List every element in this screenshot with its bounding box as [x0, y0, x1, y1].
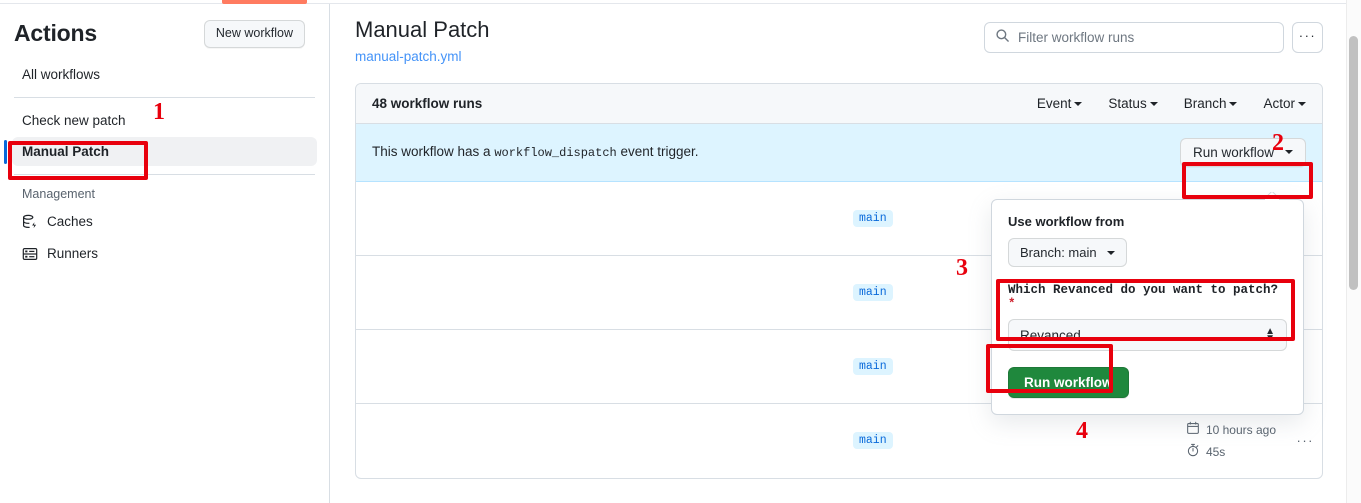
filter-actor[interactable]: Actor — [1263, 96, 1306, 111]
sidebar-item-check-new-patch[interactable]: Check new patch — [12, 106, 317, 135]
required-marker: * — [1008, 297, 1016, 311]
chevron-down-icon — [1298, 101, 1306, 106]
branch-select-button[interactable]: Branch: main — [1008, 238, 1127, 267]
search-placeholder: Filter workflow runs — [1018, 30, 1135, 45]
chevron-down-icon — [1149, 101, 1158, 106]
header-controls: Filter workflow runs ··· — [984, 22, 1323, 53]
server-icon — [22, 246, 38, 262]
annotation-number-3: 3 — [956, 255, 968, 281]
filter-event[interactable]: Event — [1037, 96, 1083, 111]
dispatch-event-code: workflow_dispatch — [494, 146, 617, 160]
workflow-runs-panel-header: 48 workflow runs Event Status Branch Act… — [356, 83, 1322, 124]
filter-label: Actor — [1263, 95, 1295, 111]
search-input[interactable]: Filter workflow runs — [984, 22, 1284, 53]
filter-status[interactable]: Status — [1108, 95, 1158, 111]
sidebar-item-label: Runners — [47, 246, 99, 262]
workflow-file-row: manual-patch.yml — [355, 48, 490, 66]
branch-badge: main — [853, 357, 893, 375]
dispatch-text-after: event trigger. — [620, 144, 699, 159]
row-more-options-button[interactable]: ··· — [1296, 433, 1314, 448]
sidebar-list: All workflows Check new patch Manual Pat… — [0, 60, 329, 269]
branch-select-value: Branch: main — [1020, 245, 1097, 260]
sidebar-item-label: Check new patch — [22, 112, 126, 128]
sidebar-item-label: Manual Patch — [22, 143, 110, 159]
chevron-down-icon — [1106, 250, 1115, 255]
table-row[interactable]: main — [356, 256, 1322, 330]
run-meta: 10 hours ago 45s — [1186, 421, 1276, 460]
filter-label: Event — [1036, 95, 1072, 111]
run-workflow-dropdown-button[interactable]: Run workflow — [1179, 137, 1306, 167]
chevron-down-icon — [1074, 101, 1083, 106]
top-divider — [0, 3, 1361, 4]
patch-target-field-label-text: Which Revanced do you want to patch? — [1008, 283, 1279, 297]
run-duration-text: 45s — [1205, 444, 1226, 459]
run-duration: 45s — [1186, 443, 1276, 460]
run-date: 10 hours ago — [1186, 421, 1276, 438]
workflow-dispatch-banner: This workflow has a workflow_dispatch ev… — [356, 123, 1322, 182]
dispatch-banner-text: This workflow has a workflow_dispatch ev… — [372, 144, 699, 160]
sidebar-item-label: All workflows — [22, 66, 101, 82]
page-scrollbar-track[interactable] — [1346, 0, 1361, 503]
sidebar-item-manual-patch[interactable]: Manual Patch — [4, 136, 317, 166]
page-title: Actions — [14, 20, 97, 47]
cache-icon — [22, 214, 38, 230]
run-date-text: 10 hours ago — [1205, 422, 1276, 437]
table-row[interactable]: main 10 hours ago — [356, 404, 1322, 478]
chevron-down-icon — [1229, 101, 1238, 106]
sidebar-header: Actions New workflow — [0, 4, 329, 58]
patch-target-field-label: Which Revanced do you want to patch? * — [1008, 283, 1287, 311]
annotation-number-2: 2 — [1272, 130, 1284, 156]
select-updown-icon: ▲▼ — [1265, 325, 1275, 344]
run-workflow-button-label: Run workflow — [1192, 144, 1274, 160]
sidebar-item-label: Caches — [47, 214, 93, 230]
sidebar-divider — [14, 96, 315, 98]
dispatch-text-before: This workflow has a — [372, 144, 491, 159]
annotation-number-4: 4 — [1076, 418, 1088, 444]
patch-target-select-value: Revanced — [1020, 327, 1081, 343]
workflow-title: Manual Patch — [355, 17, 490, 42]
page-scrollbar-thumb[interactable] — [1349, 36, 1358, 290]
sidebar-group-management-label: Management — [22, 186, 95, 201]
dropdown-arrow — [1265, 192, 1279, 200]
annotation-number-1: 1 — [153, 99, 165, 125]
sidebar-item-caches[interactable]: Caches — [12, 207, 317, 237]
search-icon — [995, 28, 1010, 48]
filter-branch[interactable]: Branch — [1184, 96, 1238, 111]
filter-label: Branch — [1183, 95, 1227, 111]
chevron-down-icon — [1285, 150, 1293, 154]
sidebar: Actions New workflow All workflows Check… — [0, 4, 330, 503]
run-workflow-dropdown-panel: Use workflow from Branch: main Which Rev… — [991, 199, 1304, 415]
page-load-progress-bar — [222, 0, 307, 4]
use-workflow-from-label: Use workflow from — [1008, 214, 1125, 229]
sidebar-item-runners[interactable]: Runners — [12, 239, 317, 269]
branch-badge: main — [853, 432, 893, 449]
new-workflow-button[interactable]: New workflow — [203, 20, 305, 48]
table-row[interactable]: main — [356, 182, 1322, 256]
stopwatch-icon — [1186, 443, 1200, 460]
branch-badge: main — [853, 209, 893, 227]
calendar-icon — [1186, 421, 1200, 438]
workflow-file-link[interactable]: manual-patch.yml — [355, 48, 462, 64]
submit-run-workflow-button[interactable]: Run workflow — [1008, 367, 1129, 398]
filter-group: Event Status Branch Actor — [1037, 96, 1306, 111]
filter-label: Status — [1108, 95, 1147, 111]
branch-badge: main — [853, 283, 893, 301]
main-header: Manual Patch manual-patch.yml Filter wor… — [355, 16, 1323, 66]
sidebar-item-all-workflows[interactable]: All workflows — [12, 60, 317, 89]
workflow-heading-block: Manual Patch manual-patch.yml — [355, 16, 490, 66]
more-options-button[interactable]: ··· — [1292, 22, 1323, 53]
sidebar-divider — [14, 173, 315, 175]
workflow-runs-count: 48 workflow runs — [372, 95, 483, 111]
patch-target-select[interactable]: Revanced ▲▼ — [1008, 319, 1287, 351]
